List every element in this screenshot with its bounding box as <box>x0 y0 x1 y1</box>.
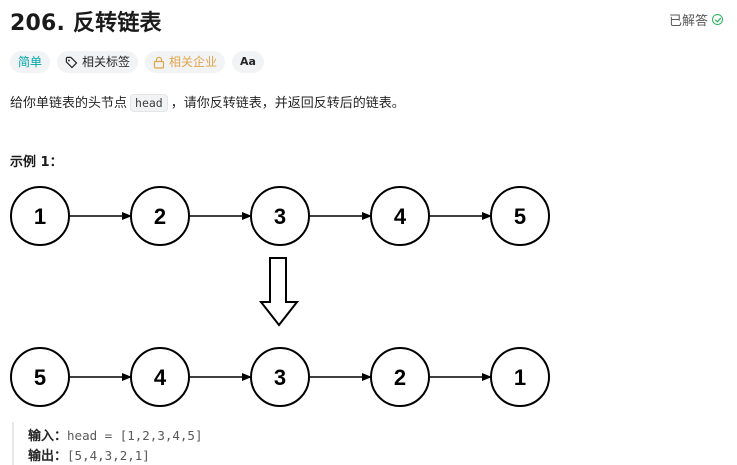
input-value: head = [1,2,3,4,5] <box>67 428 203 443</box>
reversed-list-node-value: 2 <box>394 365 406 390</box>
original-list-node-circle <box>10 186 70 246</box>
reversed-list-node-circle <box>10 347 70 407</box>
reversed-list-node-circle <box>490 347 550 407</box>
original-list-node-circle <box>250 186 310 246</box>
original-list: 1 2 3 4 5 <box>10 186 550 246</box>
input-label: 输入： <box>28 429 68 444</box>
linked-list-diagram: 1 2 3 4 5 5 4 3 2 1 <box>10 186 550 407</box>
difficulty-badge[interactable]: 简单 <box>10 51 51 73</box>
description-text-after: ，请你反转链表，并返回反转后的链表。 <box>170 96 405 111</box>
problem-title: 206. 反转链表 <box>10 11 162 36</box>
reversed-list-node-value: 4 <box>154 365 167 390</box>
original-list-node-value: 2 <box>154 204 166 229</box>
reversed-list-node-value: 1 <box>514 365 526 390</box>
reversed-list-node-circle <box>130 347 190 407</box>
difficulty-label: 简单 <box>18 55 43 69</box>
example-input-line: 输入：head = [1,2,3,4,5] <box>28 425 202 444</box>
solved-status: 已解答 <box>669 10 723 29</box>
output-value: [5,4,3,2,1] <box>67 448 150 463</box>
reversed-list-node-circle <box>370 347 430 407</box>
lock-icon <box>153 56 165 69</box>
example-output-line: 输出：[5,4,3,2,1] <box>28 445 150 464</box>
description-text-before: 给你单链表的头节点 <box>10 96 128 111</box>
reversed-list-node-value: 3 <box>274 365 286 390</box>
solved-label: 已解答 <box>668 14 708 29</box>
reversed-list-node-circle <box>250 347 310 407</box>
tag-icon <box>65 56 78 69</box>
inline-code-head: head <box>130 94 168 112</box>
example-title: 示例 1： <box>10 155 63 170</box>
reversed-list-node-value: 5 <box>34 365 46 390</box>
tag-bar: 简单 相关标签 相关企业 Aa <box>10 51 264 73</box>
related-companies-label: 相关企业 <box>169 55 218 69</box>
original-list-node-value: 5 <box>514 204 526 229</box>
example-io-block: 输入：head = [1,2,3,4,5] 输出：[5,4,3,2,1] <box>12 422 414 465</box>
related-tags-label: 相关标签 <box>82 55 131 69</box>
original-list-node-circle <box>130 186 190 246</box>
output-label: 输出： <box>28 449 68 464</box>
original-list-node-circle <box>370 186 430 246</box>
related-tags-button[interactable]: 相关标签 <box>57 51 139 73</box>
original-list-node-value: 4 <box>394 204 407 229</box>
related-companies-button[interactable]: 相关企业 <box>145 51 226 73</box>
down-arrow-icon <box>258 257 300 327</box>
check-circle-icon <box>712 14 723 25</box>
original-list-node-circle <box>490 186 550 246</box>
reversed-list: 5 4 3 2 1 <box>10 347 550 407</box>
original-list-node-value: 1 <box>34 204 46 229</box>
original-list-node-value: 3 <box>274 204 286 229</box>
translate-icon: Aa <box>240 55 256 68</box>
font-toggle-button[interactable]: Aa <box>232 51 264 73</box>
